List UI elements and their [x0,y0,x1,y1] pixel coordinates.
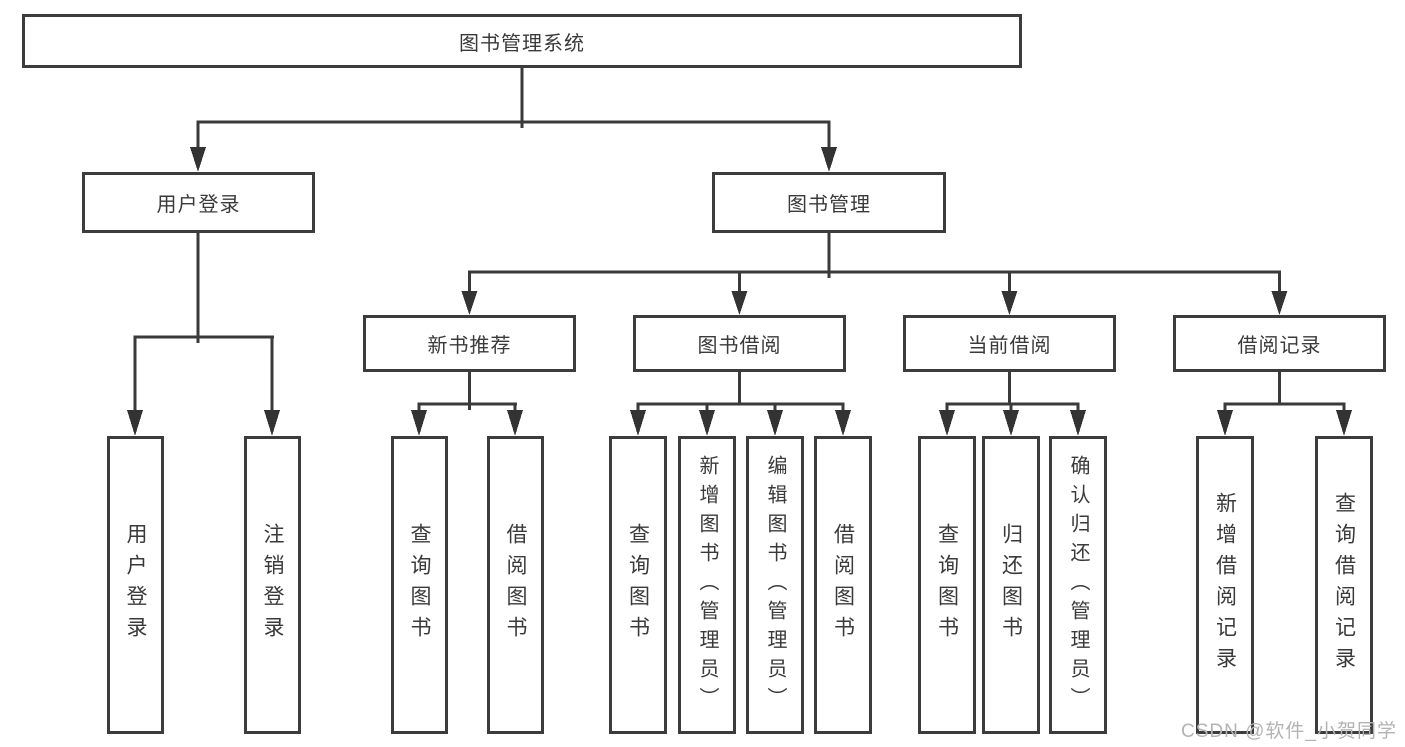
node-user-login: 用户登录 [82,172,315,233]
node-borrow-records: 借阅记录 [1173,315,1386,372]
leaf-br-query-record: 查询借阅记录 [1315,436,1373,734]
csdn-watermark: CSDN @软件_小贺同学 [1181,721,1397,742]
leaf-nbr-borrow-books: 借阅图书 [487,436,544,734]
leaf-bb-edit-books-admin: 编辑图书（管理员） [746,436,804,734]
node-book-management: 图书管理 [712,172,946,233]
leaf-nbr-query-books: 查询图书 [391,436,448,734]
node-new-book-recommend: 新书推荐 [363,315,576,372]
leaf-user-login: 用户登录 [107,436,164,734]
leaf-bb-query-books: 查询图书 [609,436,667,734]
leaf-bb-add-books-admin: 新增图书（管理员） [678,436,736,734]
node-current-borrow: 当前借阅 [903,315,1116,372]
leaf-cb-return-books: 归还图书 [982,436,1040,734]
leaf-cb-query-books: 查询图书 [918,436,976,734]
node-root-library-system: 图书管理系统 [22,14,1022,68]
leaf-bb-borrow-books: 借阅图书 [814,436,872,734]
leaf-cb-confirm-return-admin: 确认归还（管理员） [1049,436,1107,734]
leaf-br-add-record: 新增借阅记录 [1196,436,1254,734]
node-book-borrow: 图书借阅 [633,315,846,372]
leaf-logout-login: 注销登录 [244,436,301,734]
